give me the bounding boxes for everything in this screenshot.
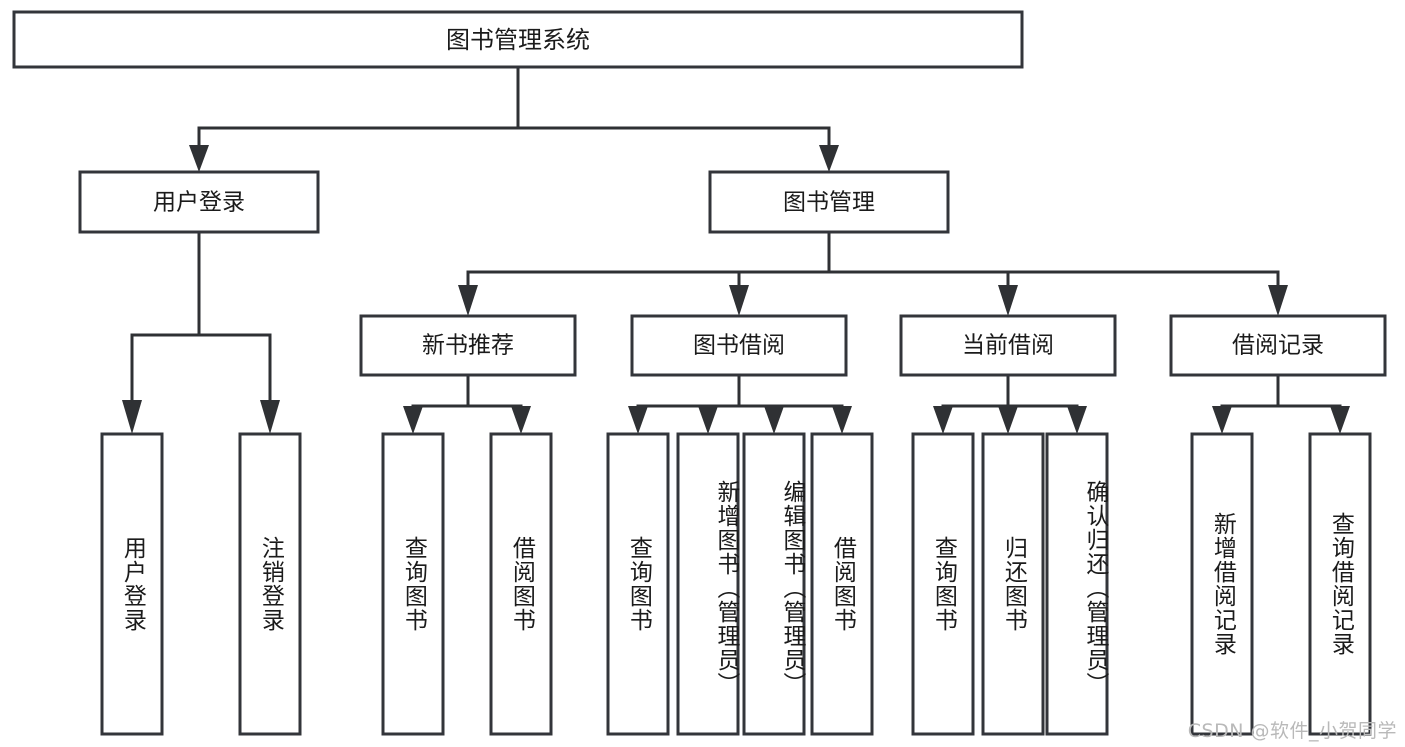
node-borrow-record[interactable]: 借阅记录 (1169, 314, 1387, 377)
connector-group-current-borrow (933, 373, 1087, 434)
node-leaf-borrow-book-2-box[interactable] (810, 432, 874, 736)
node-new-book-recommend[interactable]: 新书推荐 (359, 314, 577, 377)
node-current-borrow-label: 当前借阅 (962, 333, 1054, 359)
node-book-management-label: 图书管理 (783, 190, 875, 216)
arrow-head-leaf-add-record (1212, 406, 1232, 434)
connector-group-borrow-record (1212, 373, 1350, 434)
connector-group-user-login (122, 230, 280, 434)
node-borrow-record-label: 借阅记录 (1232, 333, 1324, 359)
arrow-head-leaf-borrow-book-2 (832, 406, 852, 434)
node-root[interactable]: 图书管理系统 (12, 10, 1024, 69)
arrow-head-leaf-edit-book (764, 406, 784, 434)
arrow-head-leaf-query-book-1 (403, 406, 423, 434)
arrow-head-borrow-record (1268, 285, 1288, 316)
node-leaf-query-book-3-box[interactable] (911, 432, 975, 736)
node-leaf-return-book-box[interactable] (981, 432, 1045, 736)
node-leaf-query-book-1-box[interactable] (381, 432, 445, 736)
node-book-management[interactable]: 图书管理 (708, 170, 950, 234)
node-borrow-record-box[interactable] (1169, 314, 1387, 377)
node-user-login[interactable]: 用户登录 (78, 170, 320, 234)
arrow-head-current-borrow (998, 285, 1018, 316)
node-current-borrow[interactable]: 当前借阅 (899, 314, 1117, 377)
arrow-head-leaf-confirm-return (1067, 406, 1087, 434)
arrow-head-leaf-logout (260, 400, 280, 434)
node-new-book-recommend-label: 新书推荐 (422, 333, 514, 359)
node-new-book-recommend-box[interactable] (359, 314, 577, 377)
arrow-head-leaf-query-book-3 (933, 406, 953, 434)
node-leaf-add-book-box[interactable] (676, 432, 740, 736)
arrow-head-book-management (819, 145, 839, 172)
arrow-head-leaf-query-record (1330, 406, 1350, 434)
connector-group-new-book-recommend (403, 373, 531, 434)
node-leaf-logout-box[interactable] (238, 432, 302, 736)
node-root-label: 图书管理系统 (446, 26, 590, 54)
node-leaf-borrow-book-1-box[interactable] (489, 432, 553, 736)
arrow-head-leaf-add-book (698, 406, 718, 434)
node-user-login-box[interactable] (78, 170, 320, 234)
node-current-borrow-box[interactable] (899, 314, 1117, 377)
connector-group-book-borrow (628, 373, 852, 434)
arrow-head-leaf-return-book (998, 406, 1018, 434)
node-user-login-label: 用户登录 (153, 190, 245, 216)
watermark-text: CSDN @软件_小贺同学 (1187, 720, 1397, 742)
node-book-borrow[interactable]: 图书借阅 (630, 314, 848, 377)
connector-group-root (189, 65, 839, 172)
node-book-borrow-label: 图书借阅 (693, 333, 785, 359)
arrow-head-book-borrow (729, 285, 749, 316)
node-book-borrow-box[interactable] (630, 314, 848, 377)
arrow-head-leaf-user-login (122, 400, 142, 434)
node-leaf-query-book-2-box[interactable] (606, 432, 670, 736)
node-leaf-confirm-return-box[interactable] (1045, 432, 1109, 736)
arrow-head-leaf-query-book-2 (628, 406, 648, 434)
node-leaf-add-record-box[interactable] (1190, 432, 1254, 736)
node-book-management-box[interactable] (708, 170, 950, 234)
node-leaf-user-login-box[interactable] (100, 432, 164, 736)
arrow-head-new-book-recommend (458, 285, 478, 316)
node-leaf-edit-book-box[interactable] (742, 432, 806, 736)
node-root-box[interactable] (12, 10, 1024, 69)
arrow-head-user-login (189, 145, 209, 172)
arrow-head-leaf-borrow-book-1 (511, 406, 531, 434)
node-leaf-query-record-box[interactable] (1308, 432, 1372, 736)
connector-group-book-management (458, 230, 1288, 316)
